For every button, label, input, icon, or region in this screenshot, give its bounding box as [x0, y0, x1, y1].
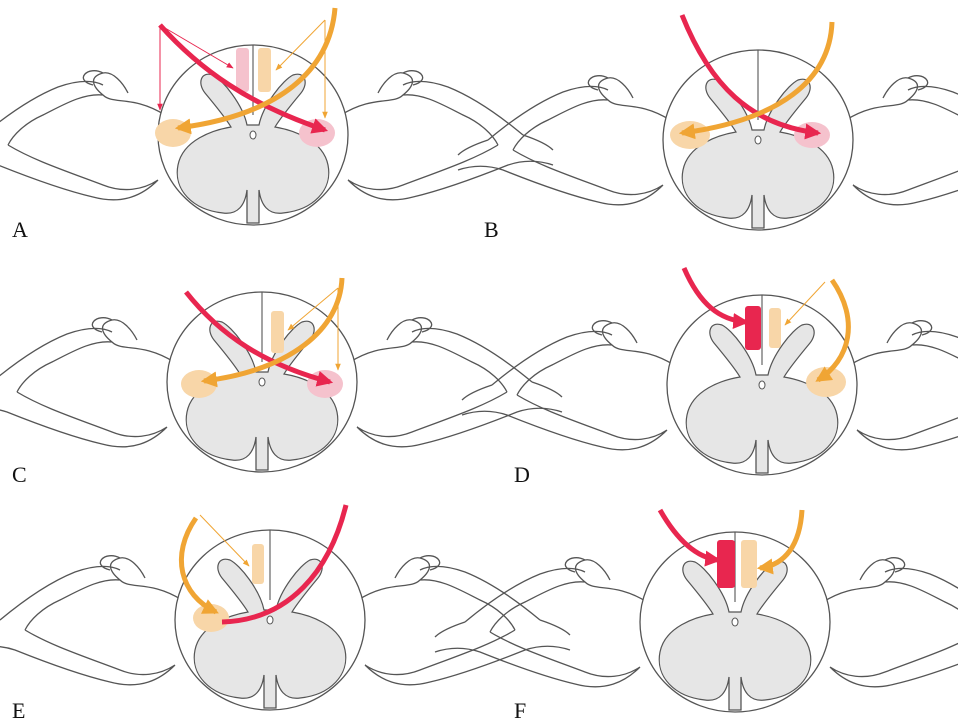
panel-e: E: [0, 505, 570, 723]
panel-label-b: B: [484, 217, 499, 242]
panel-c: C: [0, 278, 562, 487]
dorsal-column-orange: [252, 544, 264, 584]
lateral-tract-left-orange: [181, 370, 217, 398]
lateral-tract-right-pink: [794, 122, 830, 148]
panel-label-e: E: [12, 698, 25, 723]
panel-b: B: [458, 15, 958, 242]
dorsal-column-left-pink: [236, 48, 249, 92]
dorsal-column-orange: [271, 311, 284, 353]
panel-d: D: [462, 268, 958, 487]
panel-label-a: A: [12, 217, 28, 242]
dorsal-column-orange: [741, 540, 757, 588]
dorsal-column-red: [745, 306, 761, 350]
panel-label-d: D: [514, 462, 530, 487]
dorsal-column-red: [717, 540, 735, 588]
spinal-cord-outline: [0, 45, 553, 225]
spinal-cord-outline: [462, 295, 958, 475]
spinal-cord-outline: [0, 530, 570, 710]
dorsal-column-orange: [769, 308, 781, 348]
dorsal-column-right-orange: [258, 48, 271, 92]
panel-label-f: F: [514, 698, 526, 723]
lateral-tract-left-orange: [155, 119, 191, 147]
panel-label-c: C: [12, 462, 27, 487]
panel-f: F: [435, 510, 958, 723]
lateral-tract-left-orange: [670, 121, 710, 149]
panel-a: A: [0, 8, 553, 242]
spinal-cord-outline: [435, 532, 958, 712]
lateral-tract-right-pink: [307, 370, 343, 398]
